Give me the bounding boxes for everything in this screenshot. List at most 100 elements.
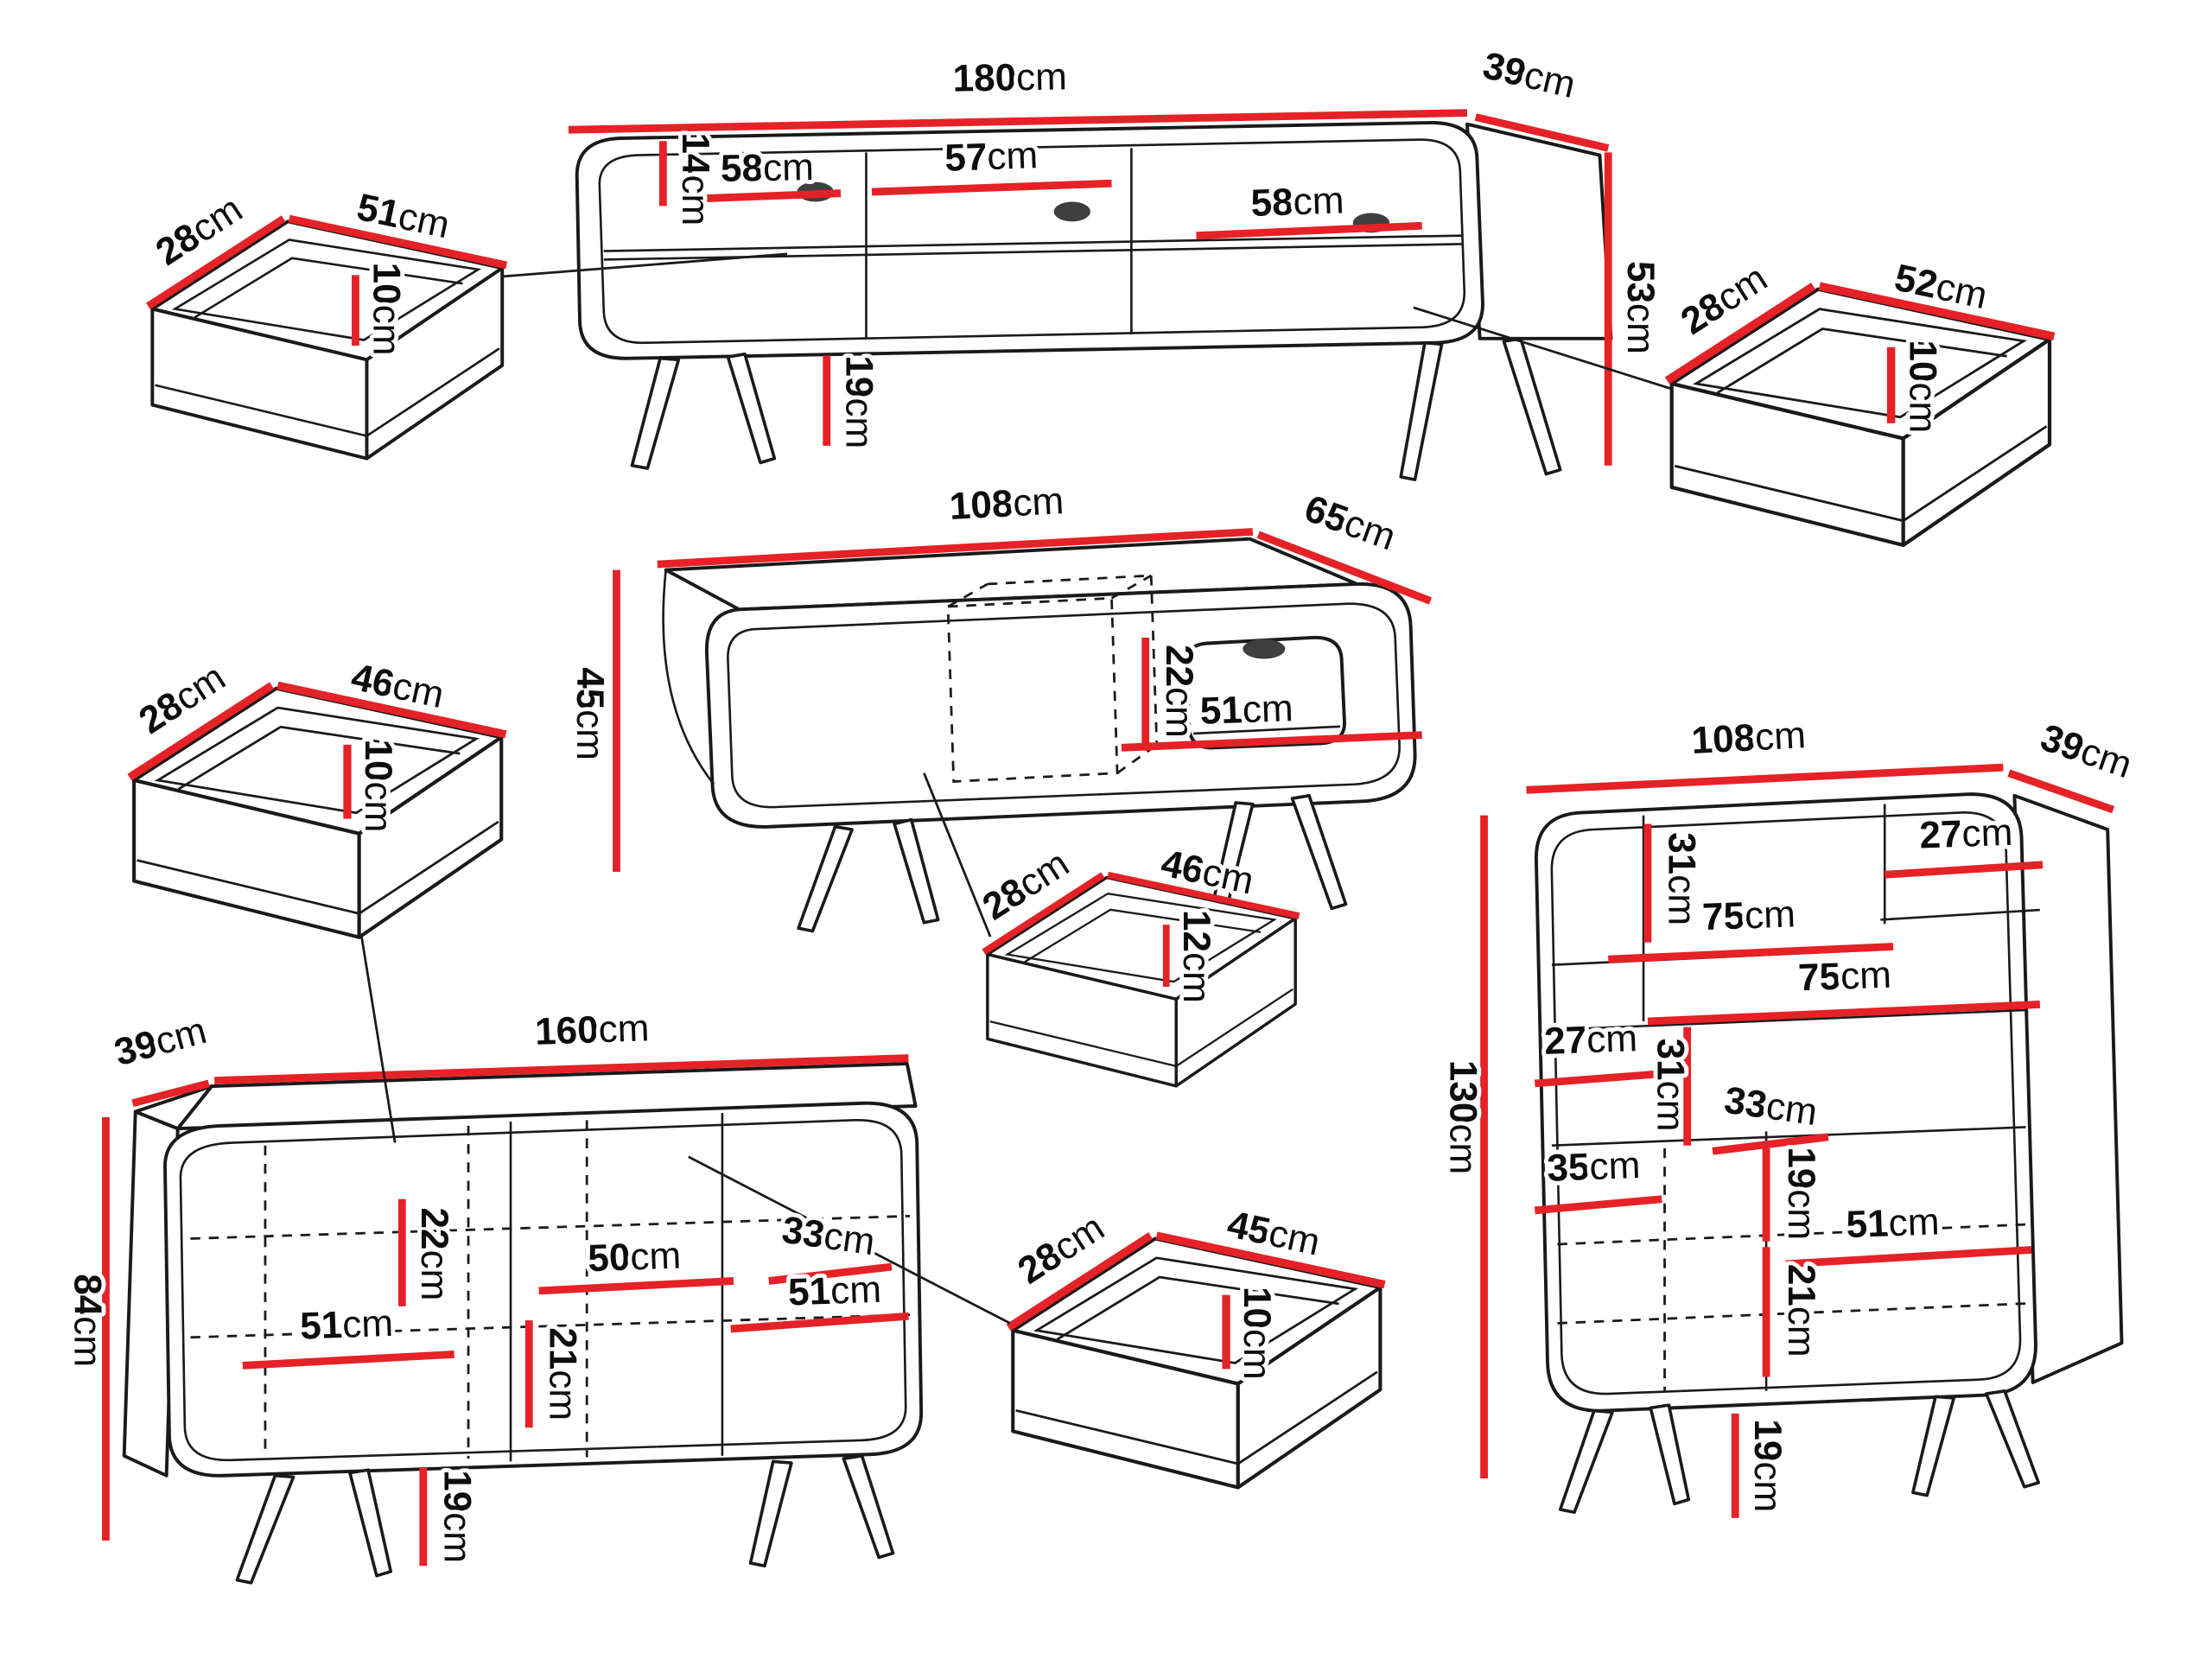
dim-value: 130	[1441, 1060, 1484, 1124]
dim-unit: cm	[1764, 1084, 1820, 1134]
dim-unit: cm	[67, 1316, 109, 1367]
sideboard-left-corner	[133, 1084, 213, 1131]
dim-sideboard-height: 84cm	[67, 1274, 109, 1367]
dim-sideboard-inner-width-left: 51cm	[299, 1302, 393, 1348]
dim-unit: cm	[1754, 714, 1807, 759]
dim-unit: cm	[822, 1215, 878, 1264]
dim-unit: cm	[341, 1302, 393, 1346]
hidden-drawer-edge	[1110, 574, 1152, 600]
hidden-shelf	[1557, 1302, 2026, 1325]
coffee-leg	[1290, 794, 1348, 911]
dim-value: 50	[587, 1236, 631, 1281]
tv-side-face	[1465, 122, 1613, 340]
dim-value: 75	[1701, 894, 1745, 938]
sideboard-leg	[348, 1468, 393, 1578]
dimension-line	[1884, 861, 2044, 879]
dim-tv-shelf-left: 58cm	[721, 146, 815, 190]
dim-value: 35	[1547, 1146, 1591, 1190]
dim-sideboard-depth: 39cm	[110, 1009, 211, 1074]
dim-value: 33	[779, 1209, 827, 1256]
dimension-line	[1647, 1001, 2041, 1026]
dimension-line	[1474, 113, 1610, 152]
cable-hole-icon	[1053, 201, 1091, 222]
dim-value: 31	[1649, 1039, 1691, 1081]
dim-unit: cm	[542, 1370, 584, 1421]
dim-unit: cm	[1265, 1211, 1324, 1263]
leader-line	[359, 933, 397, 1143]
dim-value: 84	[67, 1274, 109, 1317]
dim-bookcase-shelf-upper: 75cm	[1701, 893, 1796, 938]
dimension-line	[690, 189, 842, 203]
drawer-top-left-drawing	[148, 219, 506, 459]
dim-unit: cm	[987, 134, 1039, 178]
dim-sideboard-width: 160cm	[534, 1007, 650, 1053]
leader-line	[1413, 306, 1674, 391]
dim-drawer-mc-height: 12cm	[1175, 910, 1217, 1003]
dim-unit: cm	[151, 1009, 211, 1064]
dim-coffee-opening-height: 22cm	[1158, 645, 1200, 738]
dim-value: 53	[1619, 261, 1662, 303]
dim-coffee-depth: 65cm	[1299, 487, 1401, 559]
dimension-line	[1608, 943, 1894, 963]
shelf-line	[1551, 1008, 2026, 1032]
dim-unit: cm	[674, 175, 716, 226]
dim-bookcase-inner-height-lower: 21cm	[1780, 1264, 1822, 1357]
bookcase-leg	[1558, 1408, 1614, 1514]
dim-value: 31	[1660, 832, 1702, 874]
drawer-mid-left-drawing	[130, 685, 505, 937]
tv-leg	[1502, 337, 1562, 476]
bookcase-leg	[1984, 1389, 2040, 1489]
dimension-line	[568, 109, 1468, 134]
tv-leg	[630, 356, 681, 470]
dim-tv-shelf-mid: 57cm	[944, 134, 1039, 180]
dim-value: 51	[299, 1304, 343, 1348]
dimension-line	[1196, 221, 1422, 240]
dim-unit: cm	[1780, 1306, 1822, 1357]
coffee-leg	[893, 817, 940, 925]
dim-bookcase-depth: 39cm	[2036, 716, 2138, 786]
sideboard-drawing	[102, 1054, 924, 1585]
dim-value: 51	[1199, 689, 1243, 733]
dimension-line	[214, 1054, 909, 1085]
dimension-line	[871, 179, 1112, 196]
dimension-line	[1712, 1133, 1829, 1155]
dim-value: 19	[838, 355, 880, 397]
dim-drawer-ml-height: 10cm	[357, 739, 399, 832]
dim-sideboard-inner-width-right: 51cm	[787, 1268, 881, 1314]
dim-tv-depth: 39cm	[1479, 44, 1580, 106]
dim-value: 45	[569, 667, 611, 709]
dim-value: 22	[413, 1208, 455, 1250]
hidden-drawer-edge	[947, 582, 988, 608]
hidden-drawer-edge	[987, 574, 1152, 586]
dimension-line	[131, 1079, 210, 1108]
dim-unit: cm	[1888, 1200, 1940, 1244]
dim-coffee-opening-width: 51cm	[1199, 687, 1294, 733]
dim-unit: cm	[1744, 893, 1796, 937]
dim-bookcase-left-width: 27cm	[1543, 1017, 1637, 1063]
dim-value: 10	[1902, 340, 1944, 382]
dim-unit: cm	[1586, 1017, 1637, 1061]
dim-unit: cm	[435, 1512, 478, 1563]
dim-bookcase-side-section: 33cm	[1722, 1079, 1821, 1135]
hidden-shelf	[1557, 1223, 2026, 1246]
opening-shadow-icon	[1243, 639, 1286, 659]
dim-value: 108	[1690, 716, 1756, 762]
dim-bookcase-top-section-height: 31cm	[1660, 832, 1702, 925]
dimension-line	[730, 1312, 909, 1333]
bookcase-leg	[1911, 1395, 1956, 1497]
sideboard-leg	[748, 1459, 793, 1568]
dim-unit: cm	[629, 1235, 681, 1279]
dim-unit: cm	[1175, 952, 1217, 1003]
dim-unit: cm	[838, 397, 880, 448]
drawer-top-right-drawing	[1667, 286, 2054, 545]
dim-bookcase-height: 130cm	[1441, 1060, 1484, 1174]
dim-unit: cm	[1012, 480, 1065, 524]
dim-unit: cm	[1293, 179, 1344, 223]
dim-bookcase-shelf-lower: 75cm	[1797, 954, 1891, 1000]
dim-value: 75	[1797, 956, 1841, 1000]
tv-leg	[726, 353, 777, 465]
coffee-opening	[1185, 635, 1346, 750]
dim-bookcase-mid-section-height: 31cm	[1649, 1039, 1691, 1132]
